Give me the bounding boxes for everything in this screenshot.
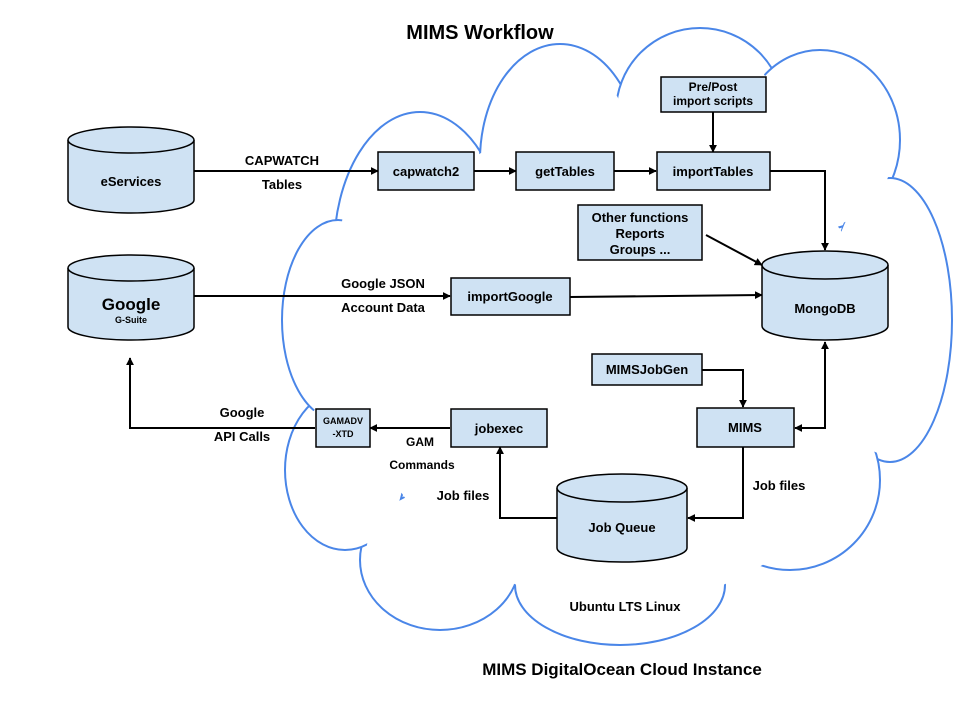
edge-gamadv-google xyxy=(126,357,315,429)
edge-label-jobfiles-right: Job files xyxy=(753,478,806,493)
edge-label-gjson-line1: Google JSON xyxy=(341,276,425,291)
db-eservices-label: eServices xyxy=(101,174,162,189)
box-prepost-line1: Pre/Post xyxy=(689,80,738,94)
cloud-label: Ubuntu LTS Linux xyxy=(570,599,682,614)
box-importgoogle-label: importGoogle xyxy=(467,289,552,304)
box-other-functions: Other functions Reports Groups ... xyxy=(577,204,703,261)
box-gamadv: GAMADV -XTD xyxy=(315,408,371,448)
db-google-sublabel: G-Suite xyxy=(115,315,147,325)
box-capwatch2: capwatch2 xyxy=(377,151,475,191)
diagram-footer: MIMS DigitalOcean Cloud Instance xyxy=(482,660,762,679)
db-job-queue-label: Job Queue xyxy=(588,520,655,535)
box-gamadv-line2: -XTD xyxy=(333,429,354,439)
box-mims-label: MIMS xyxy=(728,420,762,435)
edge-importgoogle-mongodb xyxy=(569,291,763,300)
edge-label-jobfiles-left: Job files xyxy=(437,488,490,503)
edge-label-gam-line2: Commands xyxy=(389,458,455,472)
box-gettables-label: getTables xyxy=(535,164,595,179)
edge-label-gapi-line2: API Calls xyxy=(214,429,270,444)
edge-label-capwatch-line2: Tables xyxy=(262,177,302,192)
box-jobexec-label: jobexec xyxy=(474,421,523,436)
edge-label-gapi-line1: Google xyxy=(220,405,265,420)
box-importtables-label: importTables xyxy=(673,164,754,179)
box-gamadv-line1: GAMADV xyxy=(323,416,363,426)
db-job-queue: Job Queue xyxy=(556,473,688,563)
db-mongodb-label: MongoDB xyxy=(794,301,855,316)
box-prepost: Pre/Post import scripts xyxy=(660,76,767,113)
edge-mims-mongodb xyxy=(794,341,829,432)
edge-label-gjson-line2: Account Data xyxy=(341,300,426,315)
box-other-line3: Groups ... xyxy=(610,242,671,257)
box-importtables: importTables xyxy=(656,151,771,191)
edge-mimsjobgen-mims xyxy=(702,369,747,408)
box-importgoogle: importGoogle xyxy=(450,277,571,316)
db-google-label: Google xyxy=(102,295,161,314)
edge-label-gam-line1: GAM xyxy=(406,435,434,449)
box-other-line2: Reports xyxy=(615,226,664,241)
box-prepost-line2: import scripts xyxy=(673,94,753,108)
box-capwatch2-label: capwatch2 xyxy=(393,164,459,179)
edge-mims-jobqueue xyxy=(687,447,744,522)
edge-jobqueue-jobexec xyxy=(496,446,557,519)
db-mongodb: MongoDB xyxy=(761,250,889,341)
db-google: Google G-Suite xyxy=(67,254,195,341)
box-mimsjobgen-label: MIMSJobGen xyxy=(606,362,688,377)
diagram-title: MIMS Workflow xyxy=(406,22,554,44)
edge-label-capwatch-line1: CAPWATCH xyxy=(245,153,319,168)
edge-importtables-mongodb xyxy=(770,170,829,251)
box-mims: MIMS xyxy=(696,407,795,448)
box-other-line1: Other functions xyxy=(592,210,689,225)
edges xyxy=(126,112,829,522)
edge-other-mongodb xyxy=(705,234,763,266)
box-jobexec: jobexec xyxy=(450,408,548,448)
box-gettables: getTables xyxy=(515,151,615,191)
db-eservices: eServices xyxy=(67,126,195,214)
box-mimsjobgen: MIMSJobGen xyxy=(591,353,703,386)
